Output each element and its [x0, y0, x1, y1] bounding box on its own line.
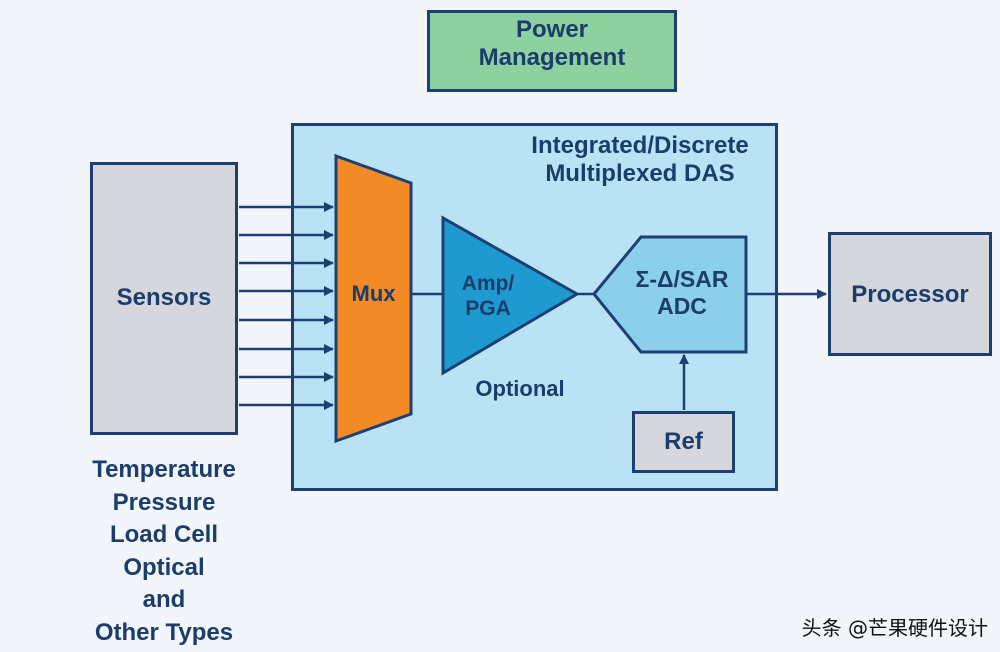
power-management-label: Power Management — [427, 16, 677, 73]
sensors-label: Sensors — [116, 284, 212, 311]
mux-block — [334, 153, 413, 444]
watermark-text: 头条 @芒果硬件设计 — [801, 616, 988, 640]
das-title-line-2: Multiplexed DAS — [545, 160, 735, 188]
processor-block — [828, 232, 992, 356]
adc-label-line-2: ADC — [657, 293, 707, 320]
sensor-type-item: and — [142, 586, 186, 613]
sensor-type-item: Load Cell — [109, 521, 218, 548]
power-management-block — [427, 10, 677, 92]
sensor-types-list: Temperature Pressure Load Cell Optical a… — [48, 454, 280, 649]
sensor-type-item: Temperature — [92, 456, 236, 483]
amp-label-line-2: PGA — [465, 296, 511, 320]
mux-label: Mux — [351, 281, 396, 306]
amp-pga-label: Amp/ PGA — [440, 272, 536, 322]
adc-label: Σ-Δ/SAR ADC — [612, 266, 752, 320]
power-label-line-1: Power — [515, 16, 589, 43]
sensor-type-item: Optical — [123, 553, 205, 581]
amp-pga-block — [441, 215, 580, 376]
ref-label: Ref — [664, 428, 703, 455]
amp-optional-note: Optional — [475, 376, 565, 401]
das-title-line-1: Integrated/Discrete — [531, 132, 749, 159]
adc-label-line-1: Σ-Δ/SAR — [635, 266, 729, 292]
sensor-type-item: Other Types — [94, 618, 234, 646]
power-label-line-2: Management — [478, 44, 626, 72]
sensor-type-item: Pressure — [112, 488, 216, 516]
sensors-block — [90, 162, 238, 435]
processor-label: Processor — [851, 281, 969, 308]
amp-label-line-1: Amp/ — [461, 272, 515, 295]
ref-block — [632, 411, 735, 473]
das-title: Integrated/Discrete Multiplexed DAS — [490, 132, 790, 189]
